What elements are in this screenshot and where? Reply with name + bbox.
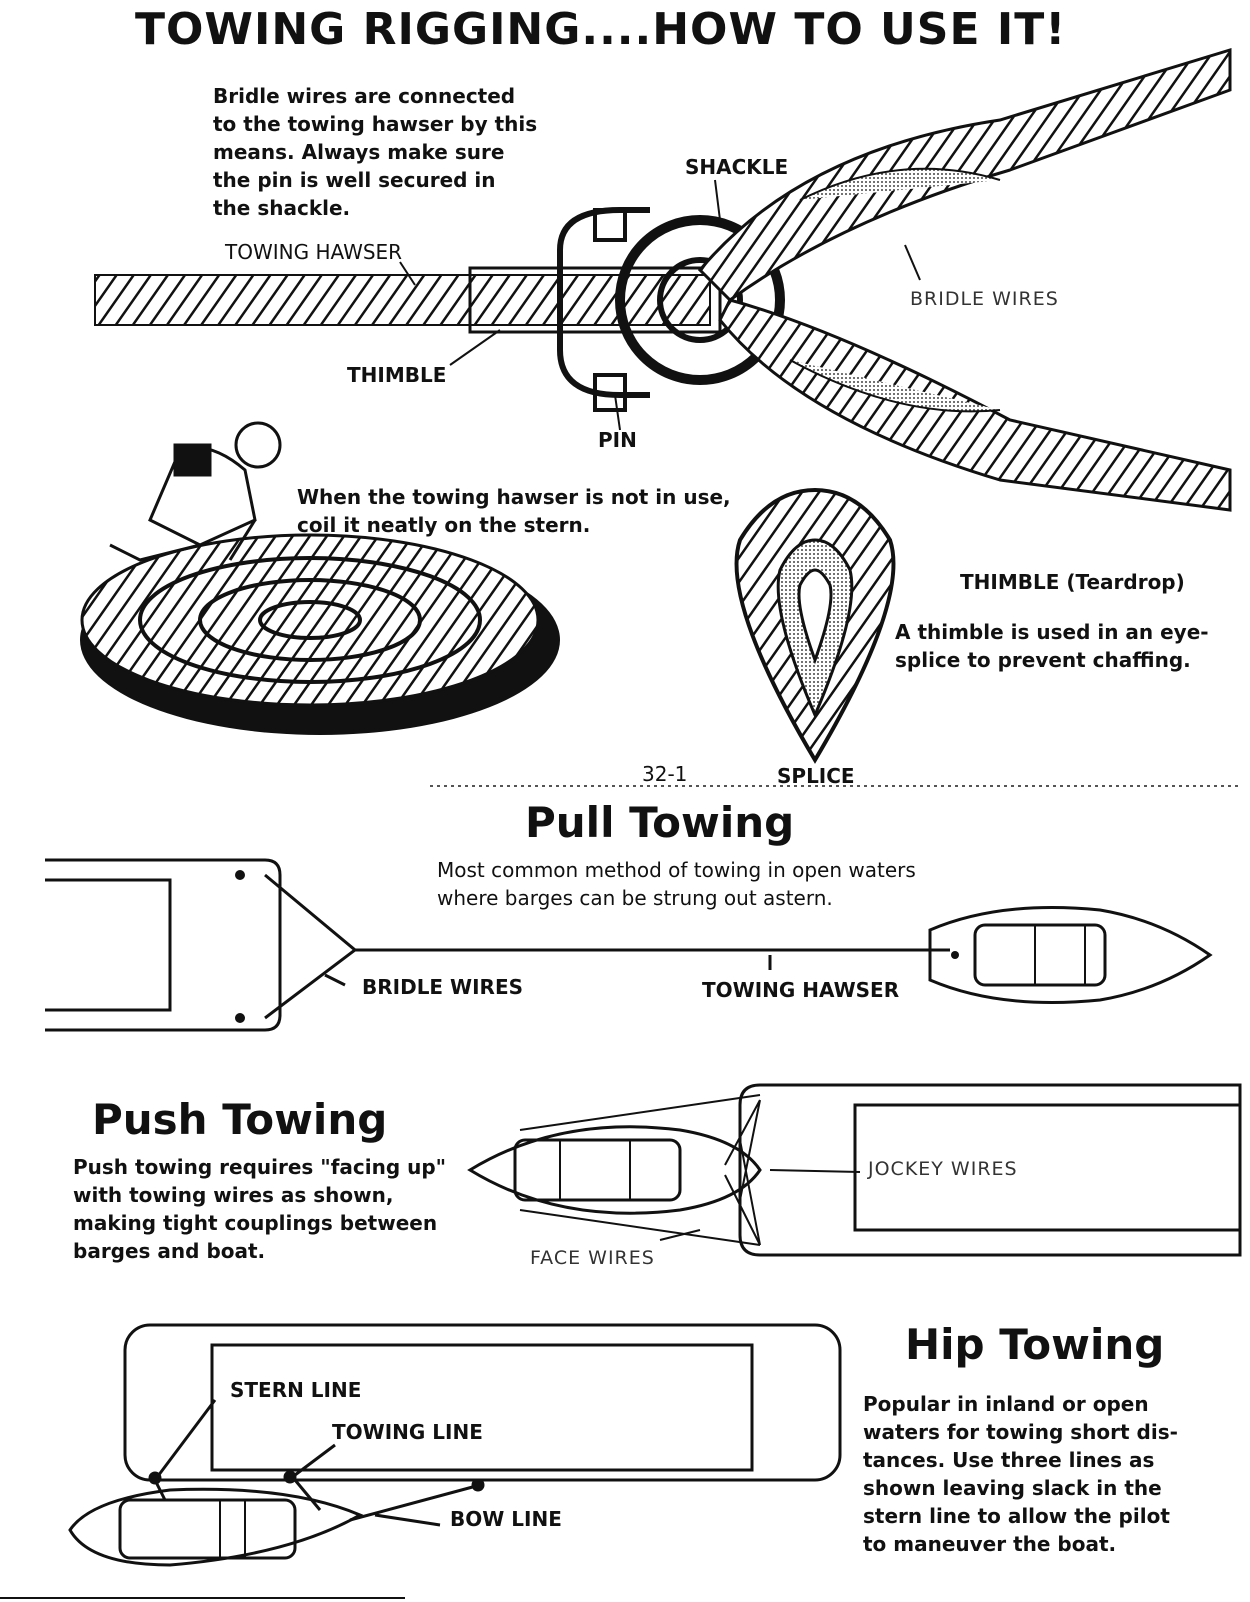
- pull-towing-boat: [928, 906, 1213, 1004]
- push-towing-barge: [738, 1083, 1242, 1257]
- thimble-teardrop-drawing: [734, 487, 896, 764]
- bridle-wires-drawing: [697, 47, 1232, 512]
- push-label-face-wires: FACE WIRES: [530, 1247, 655, 1269]
- rigging-leader-lines: [399, 179, 921, 431]
- hip-towing-boat: [68, 1487, 364, 1567]
- hip-towing-barge: [123, 1323, 842, 1482]
- pull-label-towing-hawser: TOWING HAWSER: [702, 978, 900, 1002]
- hip-towing-heading: Hip Towing: [905, 1320, 1165, 1369]
- pull-towing-barge: [45, 858, 282, 1032]
- coil-caption: When the towing hawser is not in use, co…: [297, 485, 731, 537]
- label-shackle: SHACKLE: [685, 155, 789, 179]
- hip-label-stern-line: STERN LINE: [230, 1378, 362, 1402]
- pull-towing-caption: Most common method of towing in open wat…: [437, 858, 916, 910]
- hip-label-towing-line: TOWING LINE: [332, 1420, 483, 1444]
- page-title: TOWING RIGGING....HOW TO USE IT!: [135, 4, 1067, 55]
- thimble-detail-caption: A thimble is used in an eye- splice to p…: [895, 620, 1209, 672]
- label-pin: PIN: [598, 428, 637, 452]
- label-towing-hawser: TOWING HAWSER: [225, 240, 403, 264]
- page-number: 32-1: [642, 762, 688, 786]
- thimble-detail-title: THIMBLE (Teardrop): [960, 570, 1185, 594]
- coiled-hawser-drawing: [80, 533, 560, 735]
- towing-hawser-rope: [94, 274, 711, 326]
- shackle-drawing: [557, 207, 785, 412]
- push-towing-boat: [467, 1125, 762, 1215]
- deckhand-figure: [109, 421, 282, 562]
- rigging-caption: Bridle wires are connected to the towing…: [213, 84, 538, 220]
- hip-towing-caption: Popular in inland or open waters for tow…: [863, 1392, 1178, 1556]
- pull-towing-heading: Pull Towing: [525, 798, 795, 847]
- pull-towing-bridle: [264, 873, 950, 1020]
- push-label-jockey-wires: JOCKEY WIRES: [868, 1158, 1018, 1180]
- push-towing-heading: Push Towing: [92, 1095, 388, 1144]
- push-towing-wires: [519, 1094, 861, 1246]
- hip-towing-lines: [148, 1399, 485, 1527]
- pull-label-bridle-wires: BRIDLE WIRES: [362, 975, 524, 999]
- label-bridle-wires: BRIDLE WIRES: [910, 288, 1059, 310]
- push-towing-caption: Push towing requires "facing up" with to…: [73, 1155, 447, 1263]
- hip-label-bow-line: BOW LINE: [450, 1507, 562, 1531]
- label-thimble: THIMBLE: [347, 363, 447, 387]
- thimble-sleeve: [468, 266, 722, 334]
- label-splice: SPLICE: [777, 764, 855, 788]
